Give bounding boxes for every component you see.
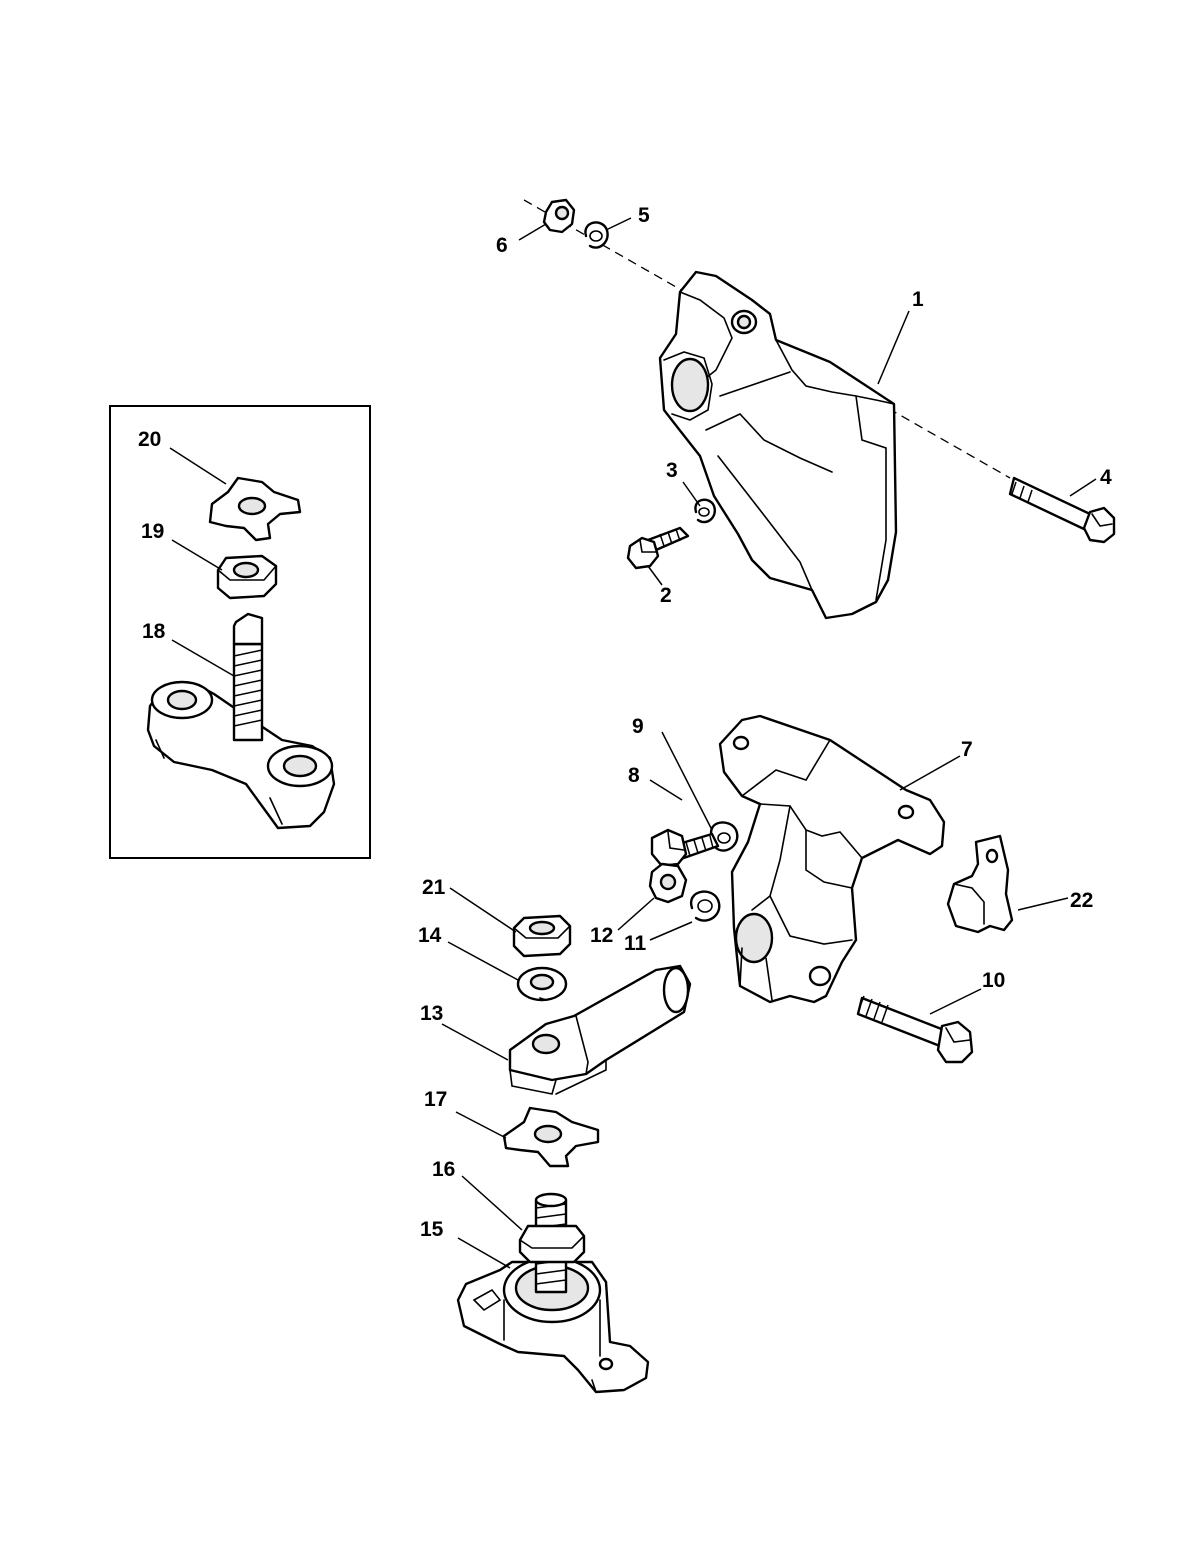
callout-2: 2: [660, 584, 672, 607]
part-5-lock-washer: [584, 221, 609, 249]
assembly-axis-line-upper: [523, 199, 1011, 479]
part-11-lock-washer: [689, 890, 721, 922]
callout-14: 14: [418, 924, 442, 947]
callout-9: 9: [632, 715, 644, 738]
callout-7: 7: [961, 738, 973, 761]
part-17-tab-washer: [502, 1106, 600, 1168]
callout-19: 19: [141, 520, 164, 543]
callout-18: 18: [142, 620, 166, 643]
callout-16: 16: [432, 1158, 455, 1181]
callout-11: 11: [624, 932, 647, 955]
part-22-cable-clamp: [946, 834, 1014, 934]
part-13-link-end: [508, 964, 692, 1095]
callout-13: 13: [420, 1002, 443, 1025]
part-21-hex-nut: [512, 914, 572, 958]
part-1-bracket: [658, 270, 898, 620]
callout-22: 22: [1070, 889, 1093, 912]
callout-15: 15: [420, 1218, 444, 1241]
callout-8: 8: [628, 764, 640, 787]
callout-5: 5: [638, 204, 650, 227]
part-18-stud-link-bar: [146, 612, 336, 830]
callout-4: 4: [1100, 466, 1112, 489]
callout-6: 6: [496, 234, 508, 257]
callout-1: 1: [912, 288, 924, 311]
callout-3: 3: [666, 459, 678, 482]
part-2-hex-bolt: [626, 526, 690, 570]
inset-frame: [109, 405, 371, 859]
callout-17: 17: [424, 1088, 447, 1111]
part-14-lock-washer: [516, 966, 568, 1002]
part-20-tab-washer: [208, 476, 302, 542]
callout-12: 12: [590, 924, 613, 947]
callout-21: 21: [422, 876, 446, 899]
part-7-mounting-bracket: [718, 714, 946, 1004]
part-10-hex-bolt: [856, 995, 974, 1064]
part-6-locknut: [542, 198, 576, 234]
part-8-hex-bolt: [650, 828, 720, 868]
part-19-hex-nut: [216, 554, 278, 600]
part-4-hex-bolt: [1008, 476, 1116, 544]
callout-20: 20: [138, 428, 161, 451]
callout-10: 10: [982, 969, 1005, 992]
leader-lines: [169, 217, 1097, 1269]
part-12-hex-nut: [648, 862, 688, 904]
part-16-stud-jam-nut: [518, 1192, 586, 1294]
callout-numbers: 1 2 3 4 5 6 7 8 9 10 11 12 13 14 15 16 1…: [138, 204, 1112, 1241]
